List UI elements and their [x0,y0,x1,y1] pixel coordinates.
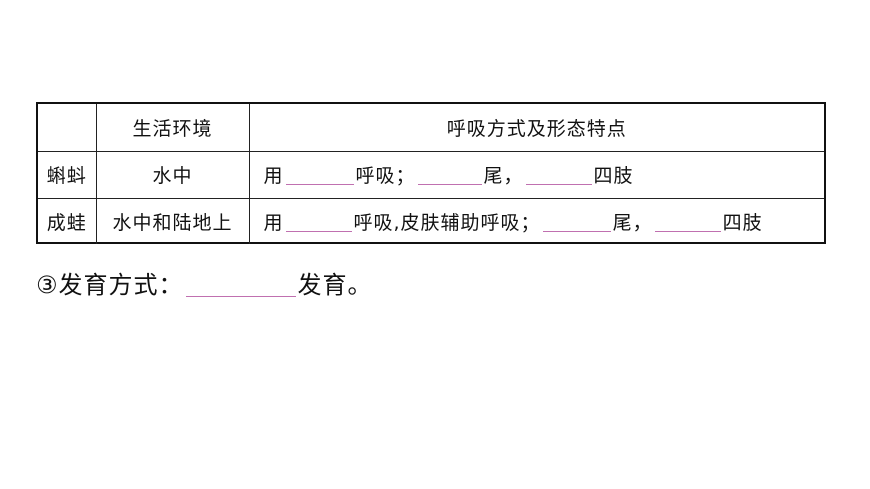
development-question: ③发育方式： 发育。 [36,265,373,300]
header-features: 呼吸方式及形态特点 [248,104,824,152]
row-name-tadpole: 蝌蚪 [38,150,97,199]
answer-blank-tail[interactable] [417,166,482,185]
text-breathe: 呼吸； [355,165,416,187]
text-limbs: 四肢 [722,211,763,234]
row-features-tadpole: 用 呼吸； 尾， 四肢 [248,150,824,199]
question-label: ③发育方式： [36,271,184,299]
answer-blank-tail[interactable] [542,213,611,232]
answer-blank-breathing-organ[interactable] [285,213,352,232]
text-breathe-skin: 呼吸,皮肤辅助呼吸； [353,211,541,234]
comparison-table: 生活环境 呼吸方式及形态特点 蝌蚪 水中 用 呼吸； 尾， 四肢 成蛙 水中和陆地上 … [36,102,826,244]
row-name-adult-frog: 成蛙 [38,197,97,244]
header-environment: 生活环境 [95,104,250,152]
table-header-row: 生活环境 呼吸方式及形态特点 [38,104,824,152]
answer-blank-limbs[interactable] [654,213,721,232]
table-row-tadpole: 蝌蚪 水中 用 呼吸； 尾， 四肢 [38,150,824,199]
text-use: 用 [263,211,284,234]
text-use: 用 [263,165,284,187]
row-environment-adult-frog: 水中和陆地上 [95,197,250,244]
text-tail: 尾， [612,211,653,234]
question-suffix: 发育。 [297,271,373,299]
table-row-adult-frog: 成蛙 水中和陆地上 用 呼吸,皮肤辅助呼吸； 尾， 四肢 [38,197,824,244]
answer-blank-limbs[interactable] [525,166,592,185]
table-grid: 生活环境 呼吸方式及形态特点 蝌蚪 水中 用 呼吸； 尾， 四肢 成蛙 水中和陆地上 … [38,104,824,244]
text-limbs: 四肢 [593,165,634,187]
answer-blank-breathing-organ[interactable] [285,166,354,185]
row-environment-tadpole: 水中 [95,150,250,199]
text-tail: 尾， [483,165,524,187]
header-blank-cell [38,104,97,152]
row-features-adult-frog: 用 呼吸,皮肤辅助呼吸； 尾， 四肢 [248,197,824,244]
answer-blank-development[interactable] [185,274,296,297]
